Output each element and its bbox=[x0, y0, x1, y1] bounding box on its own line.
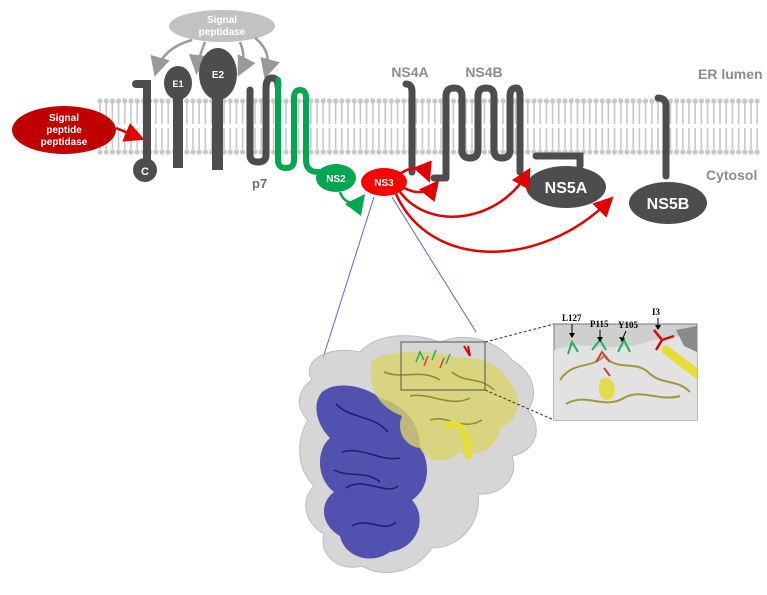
protease-domain bbox=[370, 351, 519, 461]
ns4b-protein: NS4B bbox=[430, 64, 524, 182]
e2-glycoprotein: E2 bbox=[199, 48, 237, 170]
protease-loops bbox=[383, 371, 495, 425]
ns2-autocleavage-arrow bbox=[338, 191, 366, 216]
ns3-arrow-ns5a-ns5b bbox=[394, 193, 614, 253]
ns3-arrow-ns4b-ns5a bbox=[399, 167, 531, 218]
inset-connector-top bbox=[484, 323, 555, 343]
zoom-line-right bbox=[391, 196, 477, 333]
e1-glycoprotein: E1 bbox=[164, 66, 192, 168]
signal-peptidase-label-2: peptidase bbox=[199, 27, 246, 38]
inset-connector-bottom bbox=[484, 389, 555, 421]
er-membrane bbox=[97, 98, 760, 155]
spp-label-2: peptide bbox=[46, 125, 82, 136]
inset-selection-box bbox=[400, 341, 486, 391]
residue-y105: Y105 bbox=[618, 320, 638, 330]
residue-l127: L127 bbox=[562, 313, 582, 323]
spp-label-1: Signal bbox=[49, 113, 79, 124]
protease-helix bbox=[444, 420, 472, 460]
ns2-label: NS2 bbox=[326, 174, 346, 185]
spp-arrow bbox=[115, 123, 145, 142]
residue-p115: P115 bbox=[590, 319, 609, 329]
ns4a-cofactor: NS4A bbox=[391, 64, 429, 176]
p7-viroporin: p7 bbox=[246, 74, 282, 191]
spp-label-3: peptidase bbox=[41, 137, 88, 148]
ns3-arrow-ns3-ns4a bbox=[397, 160, 432, 183]
lipid-layer-top bbox=[97, 98, 760, 124]
lipid-layer-bottom bbox=[97, 128, 760, 155]
ns2-protease: NS2 bbox=[275, 77, 366, 216]
ns4b-label: NS4B bbox=[465, 64, 502, 80]
cytosol-label: Cytosol bbox=[706, 167, 757, 183]
sp-arrow-e2-p7 bbox=[237, 41, 256, 77]
sp-arrow-c-e1 bbox=[150, 38, 193, 77]
ns5a-protein: NS5A bbox=[526, 152, 606, 208]
ns3-cleavage-arrows bbox=[394, 160, 614, 253]
core-protein: C bbox=[132, 80, 157, 182]
sp-arrow-p7-ns2 bbox=[254, 37, 280, 79]
ns5a-label: NS5A bbox=[545, 180, 588, 197]
ns5b-polymerase: NS5B bbox=[629, 94, 707, 224]
signal-peptidase-label-1: Signal bbox=[207, 15, 237, 26]
ns4a-label: NS4A bbox=[391, 64, 428, 80]
ns3-arrow-ns4a-ns4b bbox=[403, 180, 440, 202]
helicase-strands bbox=[333, 403, 401, 528]
ns3-protease: NS3 bbox=[361, 168, 407, 196]
residue-i3: I3 bbox=[652, 307, 661, 317]
zoom-inset: L127 P115 Y105 I3 bbox=[553, 307, 698, 421]
zoom-line-left bbox=[322, 196, 375, 359]
core-label: C bbox=[141, 166, 149, 178]
ns3-label: NS3 bbox=[374, 178, 394, 189]
sp-arrow-e1-e2 bbox=[188, 41, 209, 75]
helicase-domain bbox=[316, 385, 427, 559]
er-lumen-label: ER lumen bbox=[698, 66, 763, 82]
ns3-structure bbox=[298, 335, 537, 573]
e1-label: E1 bbox=[172, 79, 183, 89]
e2-label: E2 bbox=[212, 70, 225, 81]
p7-label: p7 bbox=[252, 176, 267, 191]
signal-peptidase: Signal peptidase bbox=[150, 10, 280, 79]
ns5b-label: NS5B bbox=[647, 196, 690, 213]
signal-peptide-peptidase: Signal peptide peptidase bbox=[12, 106, 145, 154]
